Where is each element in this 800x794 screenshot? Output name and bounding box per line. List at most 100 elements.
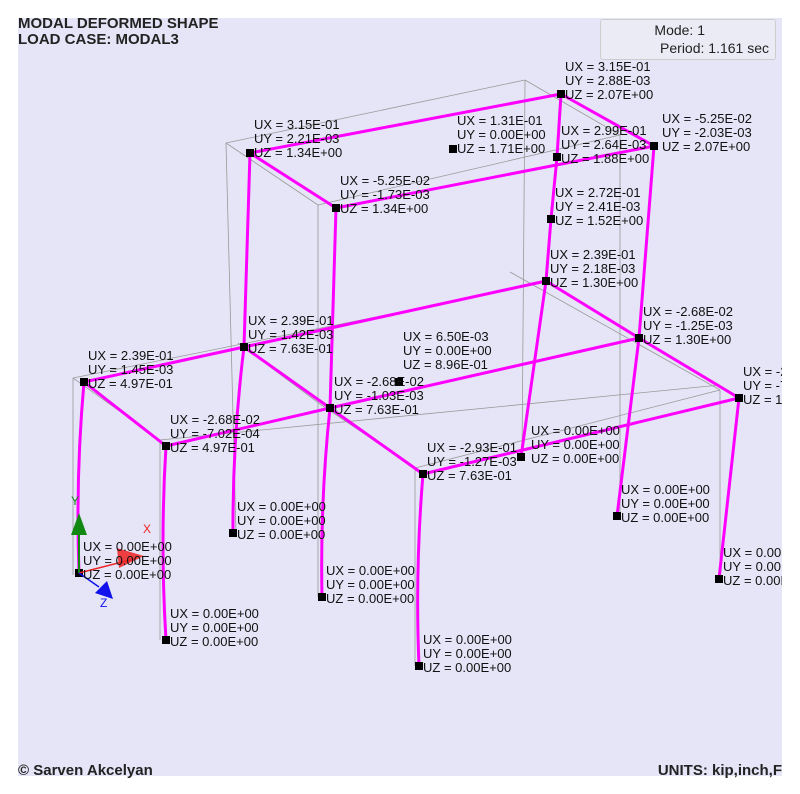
- plot-title: MODAL DEFORMED SHAPE LOAD CASE: MODAL3: [18, 16, 219, 48]
- deformed-member: [320, 407, 332, 598]
- node-marker: [162, 636, 170, 644]
- undeformed-member: [225, 142, 319, 206]
- node-marker: [240, 343, 248, 351]
- deformed-member: [615, 337, 641, 517]
- node-marker: [246, 149, 254, 157]
- node-marker: [547, 215, 555, 223]
- displacement-uz: UZ = 0.00E+00: [83, 567, 172, 582]
- displacement-uy: UY = 0.00E+00: [531, 437, 620, 452]
- node-marker: [553, 153, 561, 161]
- displacement-uz: UZ = 0.00E+00: [326, 591, 415, 606]
- displacement-uz: UZ = 0.00E+00: [621, 510, 710, 525]
- displacement-ux: UX = 3.15E-01: [254, 117, 340, 132]
- deformed-member: [231, 346, 246, 534]
- displacement-uz: UZ = 1.34E+00: [340, 201, 429, 216]
- displacement-ux: UX = 0.00E+00: [170, 606, 259, 621]
- displacement-ux: UX = -2.93E-01: [743, 364, 782, 379]
- displacement-uy: UY = 0.00E+00: [170, 620, 259, 635]
- displacement-uz: UZ = 7.63E-01: [334, 402, 419, 417]
- node-marker: [332, 204, 340, 212]
- deformed-member: [249, 151, 337, 210]
- displacement-uy: UY = 0.00E+00: [83, 553, 172, 568]
- undeformed-member: [159, 384, 721, 441]
- z-axis-line: [78, 572, 100, 588]
- node-marker: [557, 90, 565, 98]
- node-marker: [635, 334, 643, 342]
- undeformed-member: [524, 79, 621, 136]
- deformed-member: [329, 406, 424, 476]
- undeformed-member: [225, 79, 526, 144]
- displacement-uz: UZ = 7.63E-01: [248, 341, 333, 356]
- displacement-ux: UX = -5.25E-02: [662, 111, 752, 126]
- displacement-ux: UX = 0.00E+00: [237, 499, 326, 514]
- structure-drawing: XYZ: [71, 79, 743, 670]
- displacement-ux: UX = 2.99E-01: [561, 123, 647, 138]
- displacement-uz: UZ = 0.00E+00: [170, 634, 259, 649]
- displacement-uy: UY = -2.03E-03: [662, 125, 752, 140]
- displacement-uz: UZ = 0.00E+00: [423, 660, 512, 675]
- node-marker: [162, 442, 170, 450]
- displacement-uy: UY = 2.18E-03: [550, 261, 636, 276]
- z-axis-arrow-icon: [95, 581, 113, 599]
- displacement-ux: UX = 2.72E-01: [555, 185, 641, 200]
- displacement-ux: UX = -2.93E-01: [427, 440, 517, 455]
- displacement-ux: UX = 0.00E+00: [326, 563, 415, 578]
- x-axis-arrow-icon: [117, 548, 144, 568]
- displacement-uz: UZ = 2.07E+00: [565, 87, 654, 102]
- units-text: UNITS: kip,inch,F: [657, 762, 782, 779]
- deformed-member: [555, 93, 563, 158]
- node-marker: [542, 277, 550, 285]
- undeformed-member: [414, 389, 721, 469]
- displacement-ux: UX = -5.25E-02: [340, 173, 430, 188]
- deformed-member: [243, 345, 331, 410]
- deformed-member: [717, 397, 741, 580]
- displacement-ux: UX = -2.68E-02: [334, 374, 424, 389]
- displacement-ux: UX = 2.39E-01: [248, 313, 334, 328]
- deformed-member: [328, 207, 338, 409]
- node-marker: [715, 575, 723, 583]
- mode-legend: Mode: 1 Period: 1.161 sec: [600, 19, 776, 60]
- z-axis-label: Z: [100, 596, 107, 610]
- deformed-member: [422, 396, 740, 476]
- displacement-uy: UY = -1.73E-03: [340, 187, 430, 202]
- displacement-uy: UY = -1.03E-03: [334, 388, 424, 403]
- displacement-uy: UY = 2.88E-03: [565, 73, 651, 88]
- deformed-member: [242, 152, 252, 348]
- deformed-member: [560, 92, 655, 148]
- title-line-1: MODAL DEFORMED SHAPE: [18, 15, 219, 32]
- displacement-uz: UZ = 1.88E+00: [561, 151, 650, 166]
- undeformed-member: [521, 79, 526, 458]
- period-label: Period: 1.161 sec: [660, 40, 769, 56]
- displacement-uz: UZ = 1.34E+00: [254, 145, 343, 160]
- deformed-member: [638, 336, 740, 400]
- deformed-member: [519, 280, 548, 458]
- title-line-2: LOAD CASE: MODAL3: [18, 31, 179, 48]
- displacement-uy: UY = 1.45E-03: [88, 362, 174, 377]
- deformed-member: [416, 473, 425, 667]
- deformed-member: [83, 345, 245, 384]
- displacement-uz: UZ = 1.52E+00: [555, 213, 644, 228]
- displacement-uy: UY = -7.90E-04: [743, 378, 782, 393]
- displacement-uz: UZ = 0.00E+00: [531, 451, 620, 466]
- deformed-member: [544, 218, 553, 282]
- node-marker: [229, 529, 237, 537]
- displacement-uy: UY = 0.00E+00: [326, 577, 415, 592]
- displacement-uz: UZ = 4.97E-01: [88, 376, 173, 391]
- deformed-member: [335, 144, 655, 210]
- displacement-uz: UZ = 0.00E+00: [237, 527, 326, 542]
- deformed-member: [243, 279, 547, 349]
